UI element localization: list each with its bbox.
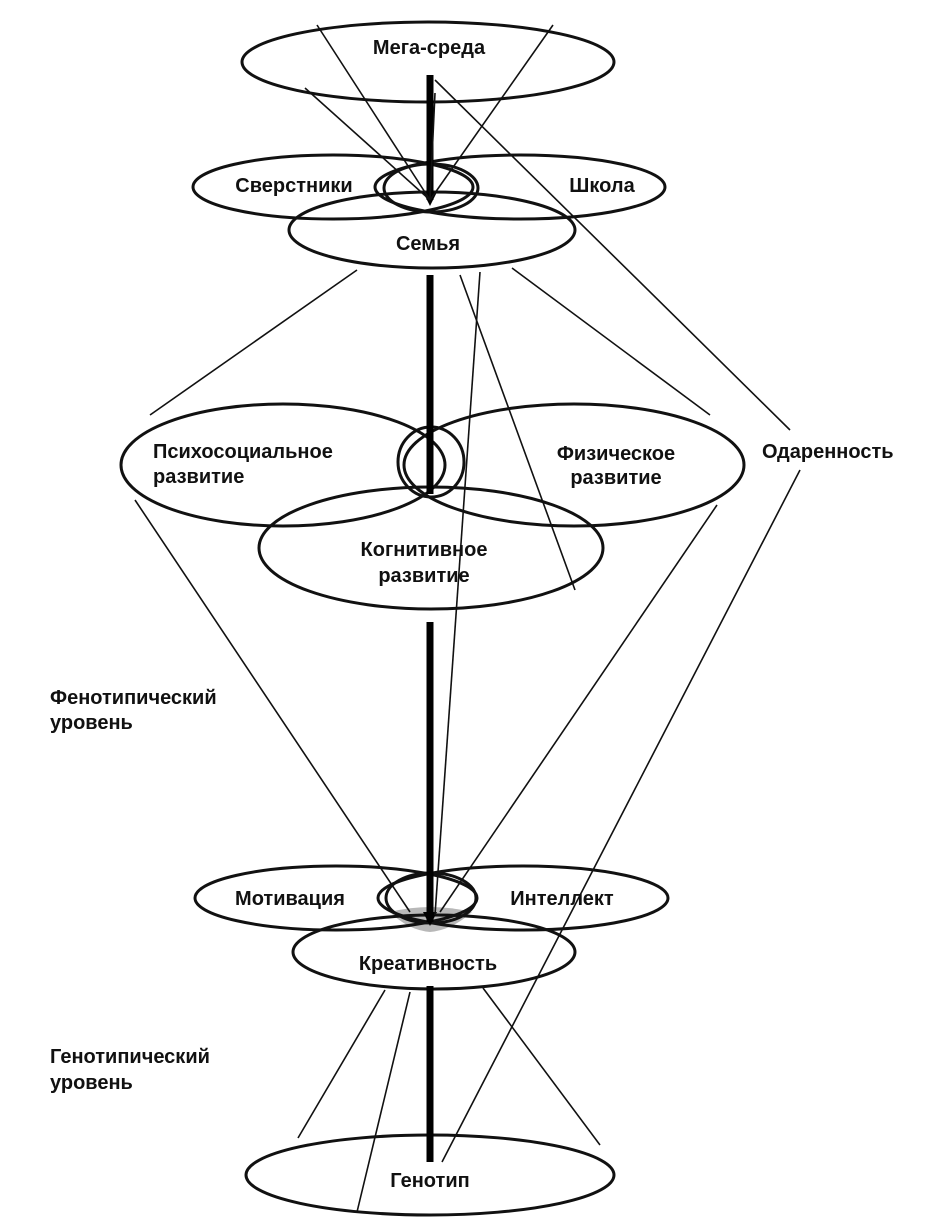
genotypic-level-label-line2: уровень [50,1072,133,1094]
peers-ellipse [191,153,475,221]
physical-development-label: Физическое [557,443,675,465]
family-ellipse [287,190,577,270]
school-ellipse [373,153,667,221]
mega-environment-label: Мега-среда [373,37,486,59]
phenotypic-level-label: Фенотипический [50,687,217,709]
genotypic-level-label: Генотипический [50,1046,210,1068]
psychosocial-development-label-line2: развитие [153,466,244,488]
cognitive-development-label-line2: развитие [378,565,469,587]
connector-line [429,24,554,201]
school-label: Школа [569,175,635,197]
intellect-ellipse [376,864,670,932]
physical-development-label-line2: развитие [570,467,661,489]
connector-line [434,271,481,916]
connector-line [429,92,436,201]
connector-line [482,987,601,1146]
axis-arrowhead-bottom [423,912,437,926]
giftedness-connector [434,79,791,431]
connector-line [511,267,711,416]
genotype-label: Генотип [390,1170,469,1192]
family-label: Семья [396,233,460,255]
cognitive-development-label: Когнитивное [361,539,488,561]
connector-line [316,24,431,201]
peers-label: Сверстники [235,175,352,197]
psychosocial-development-label: Психосоциальное [153,441,333,463]
connector-line [134,499,411,913]
connector-line [149,269,358,416]
creativity-label: Креативность [359,953,497,975]
intellect-label: Интеллект [510,888,614,910]
connector-line [459,274,576,591]
connector-line [304,87,431,201]
psychosocial-development-ellipse [119,402,447,528]
giftedness-connector [441,469,801,1163]
physical-development-ellipse [402,402,746,528]
connector-line [356,991,411,1213]
connector-line [439,504,718,913]
giftedness-label: Одаренность [762,441,894,463]
motivation-label: Мотивация [235,888,345,910]
connector-line [297,989,386,1139]
phenotypic-level-label-line2: уровень [50,712,133,734]
